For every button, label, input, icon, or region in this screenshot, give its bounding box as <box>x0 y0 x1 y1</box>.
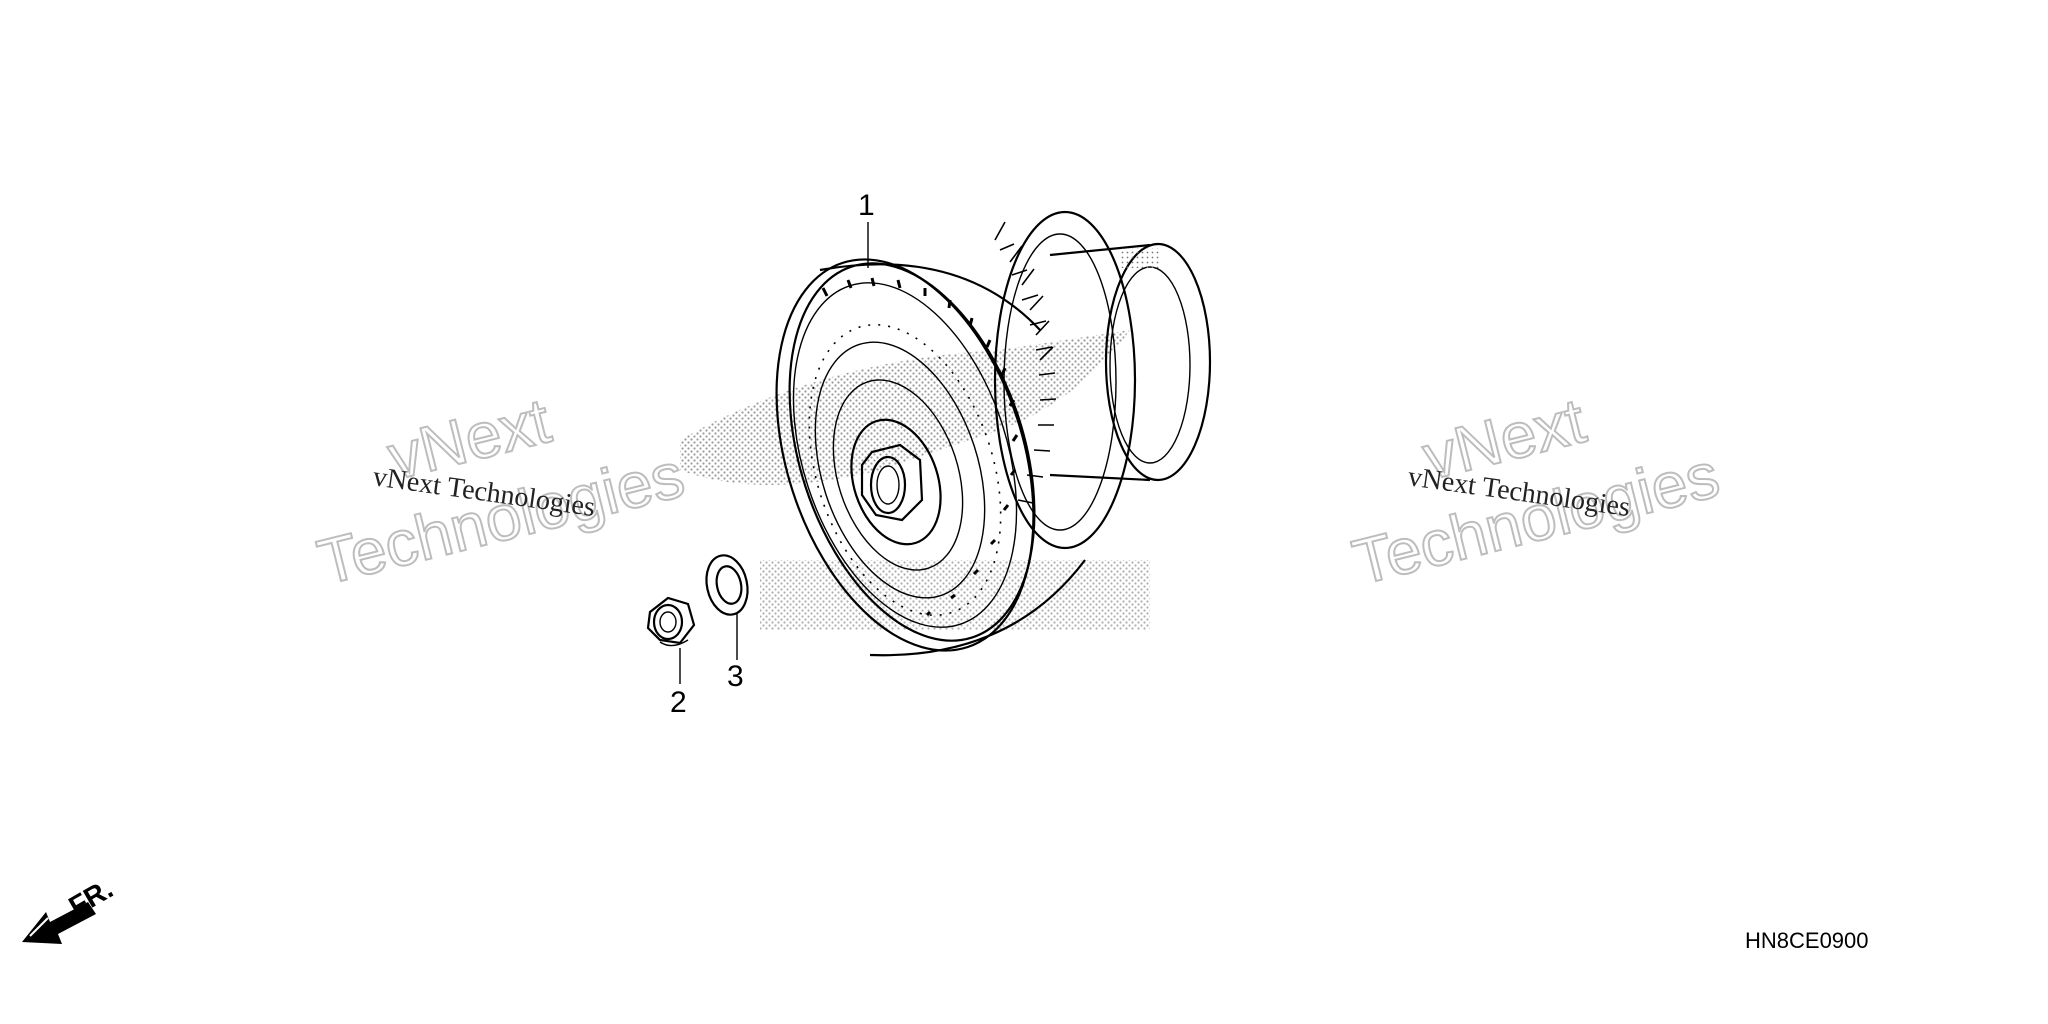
hub-nut <box>860 443 924 522</box>
front-direction-arrow-icon <box>22 902 96 944</box>
diagram-code: HN8CE0900 <box>1745 928 1869 953</box>
gear-teeth <box>994 221 1057 504</box>
callout-2: 2 <box>670 686 687 719</box>
part-1-clutch-assembly <box>775 210 1212 657</box>
callout-3: 3 <box>727 660 744 693</box>
rim-notches <box>821 277 1019 617</box>
part-3-washer <box>705 554 749 616</box>
watermark-left: vNext Technologies vNext Technologies <box>310 383 692 599</box>
part-2-flange-nut <box>646 596 696 647</box>
watermark-right: vNext Technologies vNext Technologies <box>1345 383 1727 599</box>
callout-1: 1 <box>858 189 875 222</box>
honda-wing-stipple <box>680 330 1150 630</box>
